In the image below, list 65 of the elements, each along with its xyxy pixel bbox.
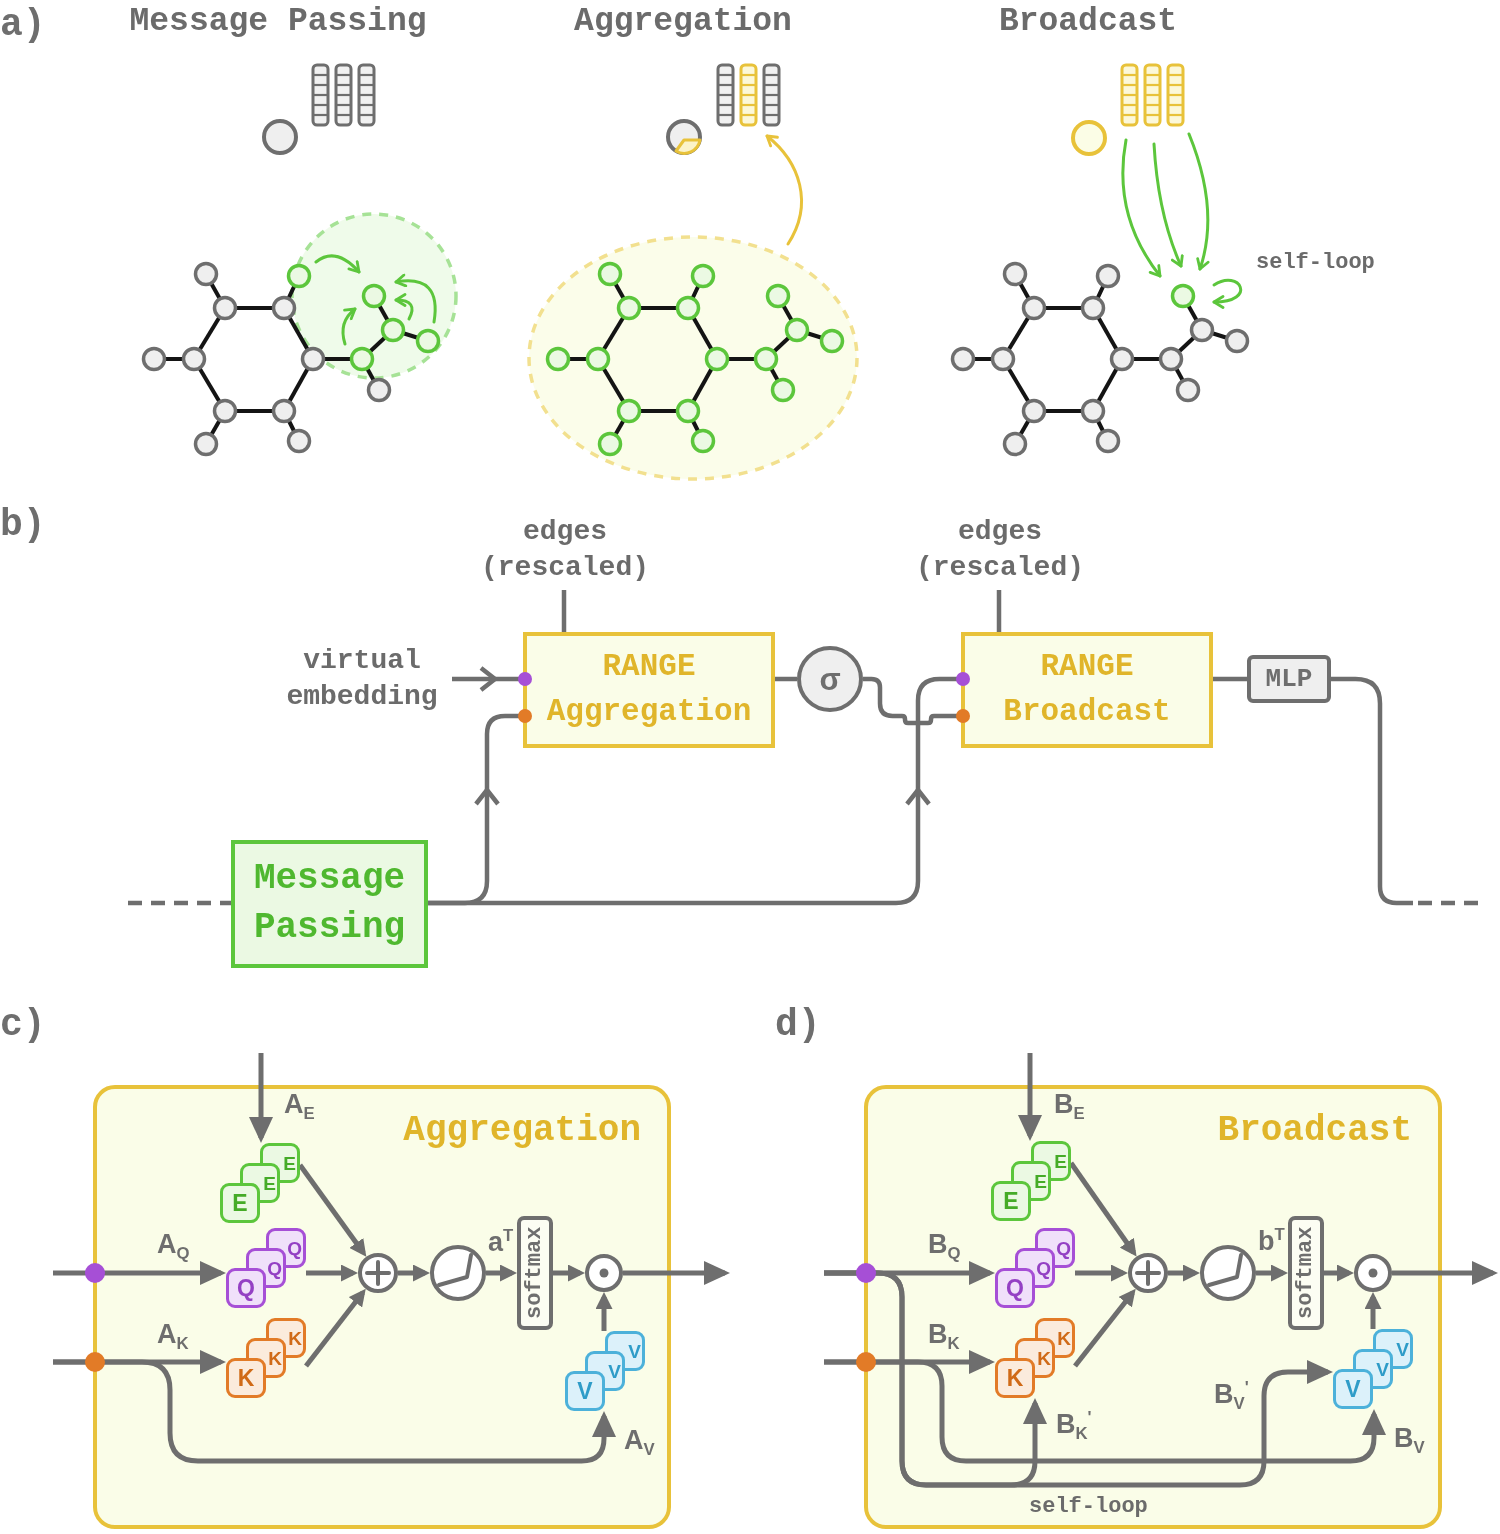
process-box: RANGE Aggregation xyxy=(523,632,775,748)
module-panel xyxy=(864,1085,1442,1529)
activation-curve-icon xyxy=(1200,1245,1256,1301)
arrow xyxy=(1324,1264,1354,1282)
arrow xyxy=(53,1261,226,1285)
text-label: edges (rescaled) xyxy=(907,510,1093,590)
arrow xyxy=(486,1264,517,1282)
arrow xyxy=(304,1288,366,1368)
arrow xyxy=(595,1292,613,1331)
text-label: edges (rescaled) xyxy=(472,510,658,590)
edge-label: B$_{K}$ xyxy=(928,1318,960,1351)
arrow xyxy=(824,1359,1386,1464)
arrow xyxy=(1075,1264,1128,1282)
arrow xyxy=(1392,1261,1498,1285)
edge-label: B$_{V}$ xyxy=(1394,1422,1425,1455)
panel-title: Broadcast xyxy=(1217,1109,1412,1153)
process-box: RANGE Broadcast xyxy=(961,632,1213,748)
arrow xyxy=(1168,1264,1200,1282)
edge-label: B$_{Q}$ xyxy=(928,1228,961,1261)
activation-curve-icon xyxy=(430,1245,486,1301)
panel-letter: d) xyxy=(775,1002,821,1048)
arrow xyxy=(249,1053,273,1143)
edge-label: A$_{E}$ xyxy=(284,1088,315,1121)
process-box: MLP xyxy=(1247,655,1331,703)
module-panel xyxy=(93,1085,671,1529)
panel-letter: a) xyxy=(0,2,46,48)
edge-label: A$_{Q}$ xyxy=(157,1228,190,1261)
circled-dot-icon xyxy=(585,1254,623,1292)
annotation-text: self-loop xyxy=(1256,250,1375,277)
column-title: Message Passing xyxy=(129,2,427,42)
connector-line xyxy=(996,590,1002,632)
panel-title: Aggregation xyxy=(403,1109,641,1153)
panel-letter: c) xyxy=(0,1002,46,1048)
plus-circle-icon xyxy=(358,1253,398,1293)
connector-line xyxy=(1213,676,1247,682)
column-title: Aggregation xyxy=(574,2,792,42)
annotation-text: self-loop xyxy=(1029,1494,1148,1521)
operator-circle: σ xyxy=(797,646,863,712)
connector-line xyxy=(1331,676,1413,906)
edge-label: A$_{V}$ xyxy=(624,1424,655,1457)
arrow xyxy=(398,1264,430,1282)
connector-line xyxy=(561,590,567,632)
column-title: Broadcast xyxy=(998,2,1178,42)
arrow xyxy=(1364,1292,1382,1329)
plus-circle-icon xyxy=(1128,1253,1168,1293)
text-label: virtual embedding xyxy=(272,642,452,716)
arrow xyxy=(1018,1053,1042,1141)
arrow xyxy=(623,1261,730,1285)
process-box: Message Passing xyxy=(231,840,428,968)
arrow xyxy=(53,1359,616,1464)
edge-label: b$^{T}$ xyxy=(1258,1225,1285,1258)
arrow xyxy=(1256,1264,1288,1282)
edge-label: A$_{K}$ xyxy=(157,1318,189,1351)
edge-label: a$^{T}$ xyxy=(488,1226,514,1259)
arrow xyxy=(1073,1288,1136,1368)
arrow xyxy=(306,1264,358,1282)
edge-label: B$_{E}$ xyxy=(1054,1088,1085,1121)
connector-line xyxy=(775,676,797,682)
process-box: softmax xyxy=(517,1216,553,1330)
connector-line xyxy=(128,900,231,906)
circled-dot-icon xyxy=(1354,1254,1392,1292)
process-box: softmax xyxy=(1288,1216,1324,1330)
arrow xyxy=(553,1264,585,1282)
panel-letter: b) xyxy=(0,502,46,548)
arrow xyxy=(824,1270,1333,1488)
